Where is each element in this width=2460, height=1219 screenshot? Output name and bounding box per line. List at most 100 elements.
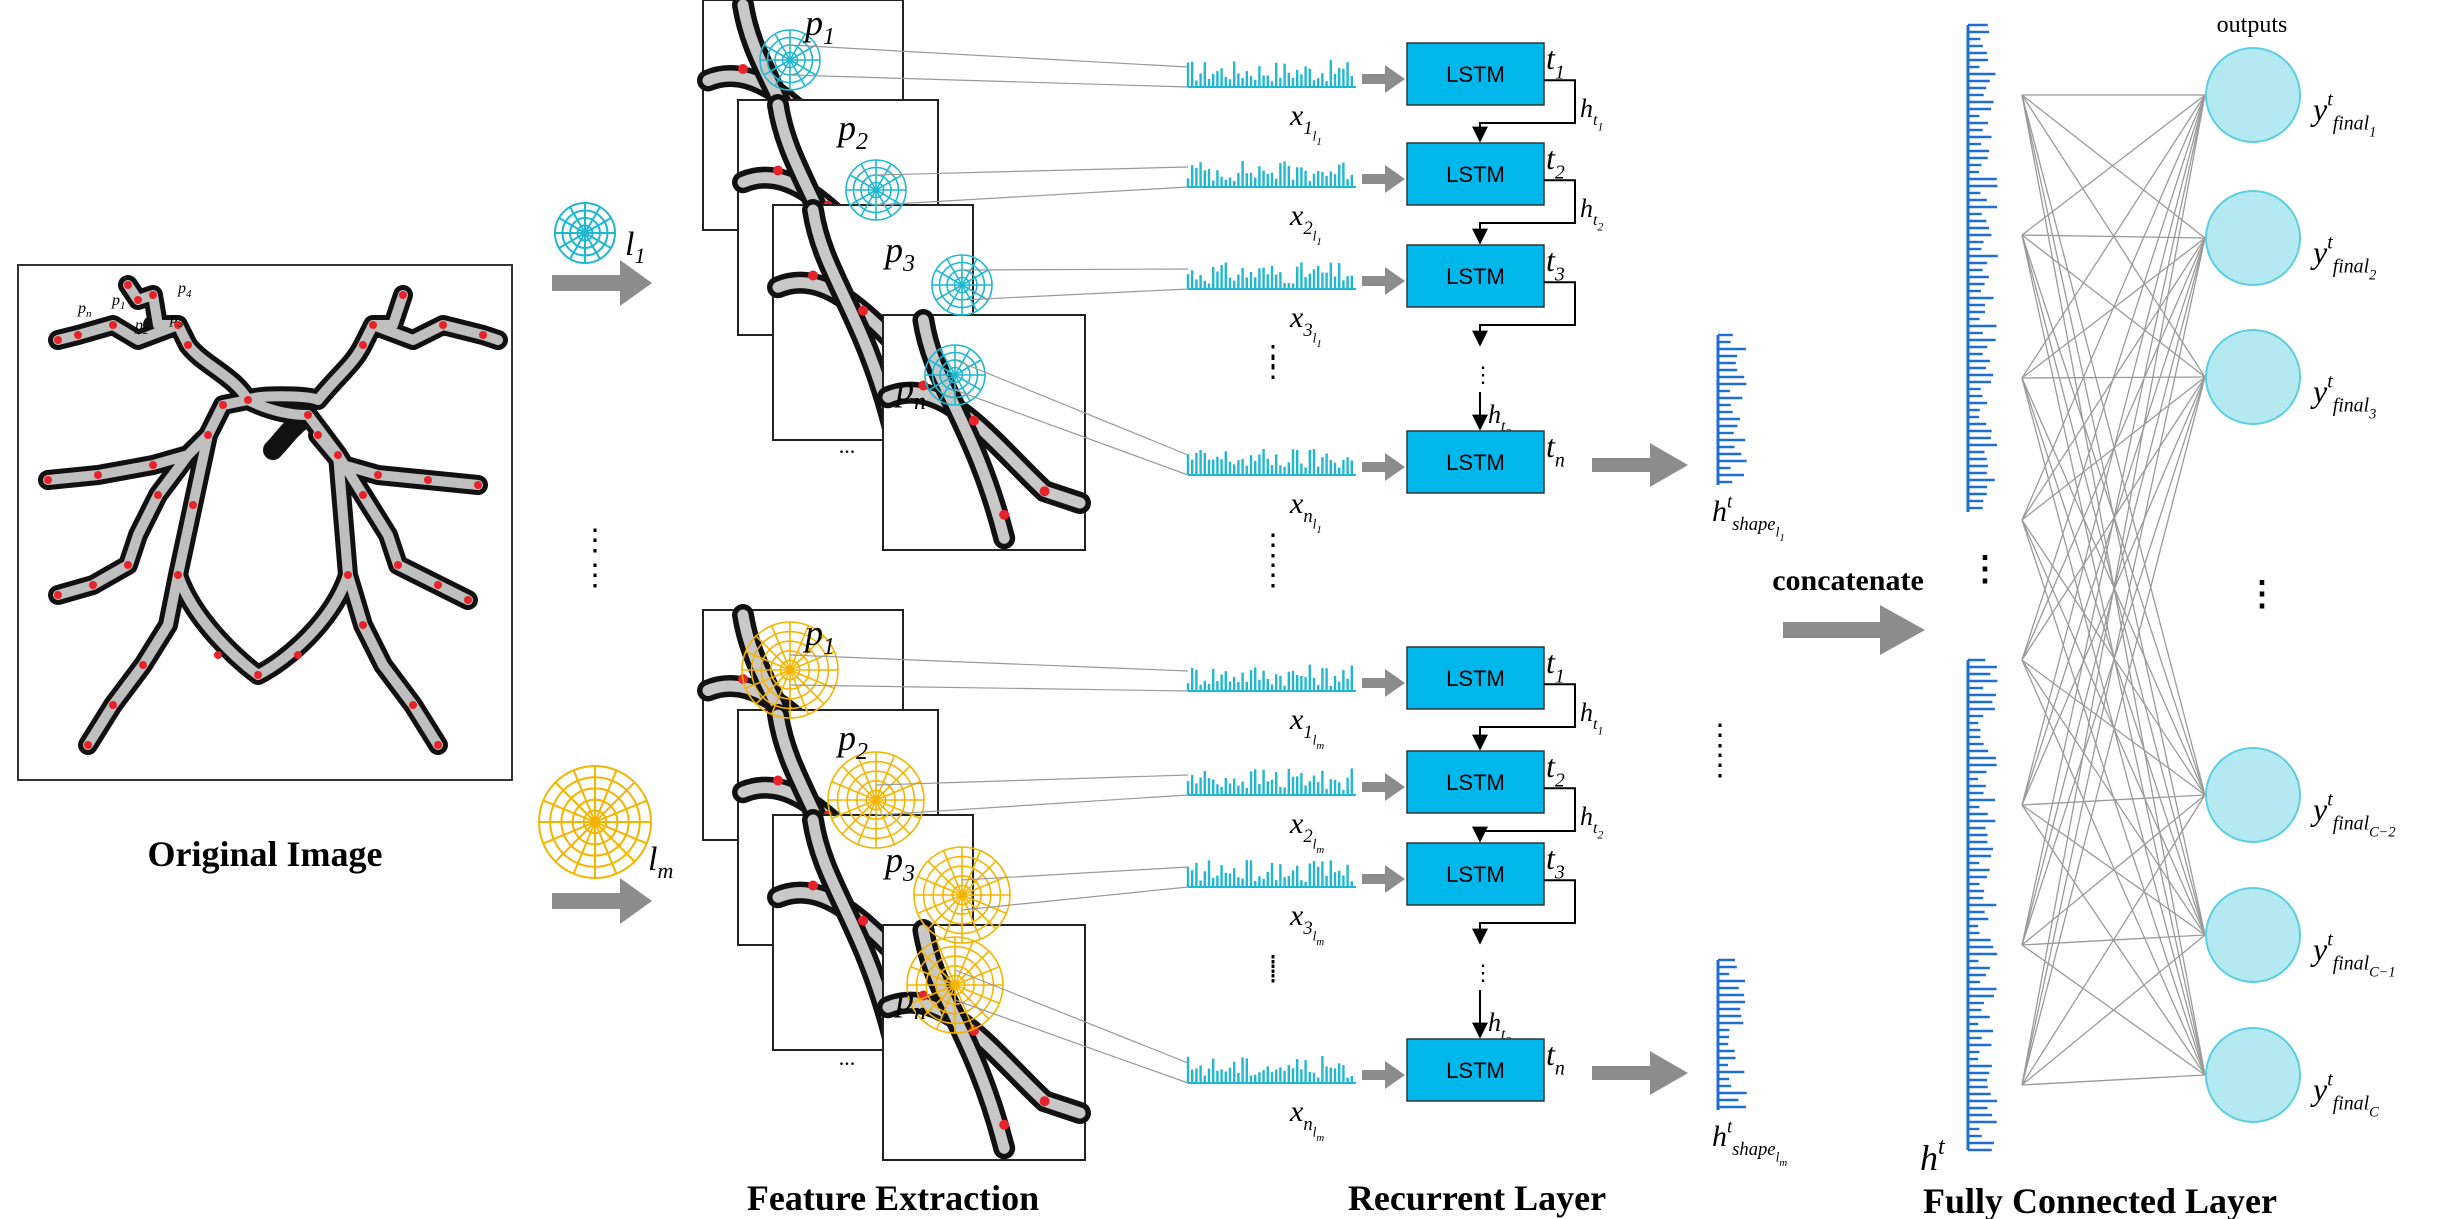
scale-lm-label: lm bbox=[648, 841, 673, 883]
fc-edge bbox=[2021, 234, 2206, 796]
sample-point bbox=[219, 401, 227, 409]
input-arrow bbox=[1362, 165, 1405, 193]
lstm-cell-label: LSTM bbox=[1446, 1058, 1505, 1083]
context-to-histogram-line bbox=[789, 44, 1189, 68]
shape-feature-label: htshapel1 bbox=[1712, 492, 1785, 545]
sample-point bbox=[54, 591, 62, 599]
sample-point bbox=[174, 571, 182, 579]
fc-edge bbox=[2021, 94, 2206, 521]
sample-point bbox=[254, 671, 262, 679]
context-to-histogram-line bbox=[789, 684, 1189, 692]
original-image-frame bbox=[17, 264, 513, 781]
sample-point bbox=[74, 331, 82, 339]
sample-point bbox=[244, 396, 252, 404]
shape-context-grid bbox=[906, 936, 1004, 1034]
output-label: ytfinal3 bbox=[2310, 371, 2376, 423]
lstm-cell bbox=[1406, 244, 1545, 308]
ht-vector-segment bbox=[1966, 658, 1998, 1152]
context-to-histogram-line bbox=[789, 74, 1189, 88]
concatenated-vector bbox=[1966, 23, 1998, 1152]
patch-point bbox=[999, 509, 1010, 520]
context-to-histogram-line bbox=[961, 288, 1189, 301]
vertical-ellipsis-scales: ⋮ bbox=[580, 524, 610, 557]
output-label: ytfinalC−1 bbox=[2310, 929, 2396, 981]
context-histogram bbox=[1186, 1056, 1356, 1084]
output-node-circle bbox=[2205, 47, 2301, 143]
vertical-ellipsis-scales-2: ⋮ bbox=[580, 559, 610, 592]
sample-point bbox=[394, 561, 402, 569]
shape-feature-vector bbox=[1716, 958, 1747, 1110]
fc-edge bbox=[2021, 94, 2206, 379]
recurrent-connection bbox=[1472, 787, 1576, 843]
caption-feature-extraction: Feature Extraction bbox=[747, 1178, 1039, 1218]
recurrent-group-lm: x1lmLSTMt1ht1x2lmLSTMt2ht2x3lmLSTMt3⋮ht3… bbox=[789, 644, 1787, 1169]
fc-edge bbox=[2021, 659, 2206, 936]
patch-point bbox=[1039, 1096, 1050, 1107]
shape-context-cyan-icon bbox=[554, 202, 616, 264]
fc-edge bbox=[2021, 94, 2206, 806]
patch-ellipsis: ... bbox=[839, 433, 856, 458]
input-vector-label: x1l1 bbox=[1289, 99, 1322, 148]
histogram-ellipsis: ⋮ bbox=[1259, 956, 1287, 987]
histogram-ellipsis: ⋮ bbox=[1259, 352, 1287, 383]
context-to-histogram-line bbox=[954, 999, 1189, 1084]
output-label: ytfinalC bbox=[2310, 1069, 2379, 1121]
scale-l1-label: l1 bbox=[625, 226, 645, 268]
fc-edge bbox=[2021, 94, 2206, 661]
context-to-histogram-line bbox=[954, 359, 1189, 456]
sample-point bbox=[214, 651, 222, 659]
sample-point bbox=[359, 341, 367, 349]
hidden-state-label: ht1 bbox=[1580, 94, 1603, 134]
sample-point bbox=[174, 321, 182, 329]
fc-edge bbox=[2021, 94, 2206, 1086]
output-node: ytfinal1 bbox=[2205, 47, 2376, 143]
patch-label: p1 bbox=[802, 613, 835, 660]
output-node: ytfinal2 bbox=[2205, 190, 2376, 286]
hidden-state-label: ht2 bbox=[1580, 194, 1603, 234]
patch-point bbox=[773, 775, 783, 786]
input-arrow bbox=[1362, 65, 1405, 93]
sample-point bbox=[149, 291, 157, 299]
input-vector-label: xnlm bbox=[1289, 1095, 1324, 1144]
sample-point bbox=[109, 701, 117, 709]
context-to-histogram-line bbox=[875, 166, 1189, 176]
outputs-label: outputs bbox=[2217, 12, 2288, 38]
context-histogram bbox=[1186, 60, 1356, 88]
concatenate-arrow bbox=[1783, 605, 1925, 655]
context-histogram bbox=[1186, 160, 1356, 188]
sample-point bbox=[189, 501, 197, 509]
sample-point bbox=[139, 661, 147, 669]
fc-edge bbox=[2021, 94, 2206, 946]
ellipsis-shape-vectors-2: ⋮ bbox=[1705, 749, 1735, 782]
sample-point bbox=[109, 321, 117, 329]
arrow-l1 bbox=[552, 260, 652, 306]
input-vector-label: x2lm bbox=[1289, 807, 1324, 856]
patch-point bbox=[918, 990, 929, 1001]
recurrent-ellipsis: ⋮ bbox=[1472, 362, 1494, 387]
sample-point bbox=[344, 571, 352, 579]
output-node-circle bbox=[2205, 1027, 2301, 1123]
patch-point bbox=[858, 305, 868, 316]
shape-context-grid bbox=[827, 751, 925, 849]
context-to-histogram-line bbox=[875, 774, 1189, 786]
scale-lm: lm bbox=[538, 765, 673, 924]
sample-point bbox=[409, 701, 417, 709]
input-vector-label: x3l1 bbox=[1289, 301, 1322, 350]
hidden-state-label: ht1 bbox=[1580, 698, 1603, 738]
context-histogram bbox=[1186, 262, 1356, 290]
lstm-cell bbox=[1406, 1038, 1545, 1102]
output-node-circle bbox=[2205, 190, 2301, 286]
patch-point bbox=[968, 415, 979, 426]
patch-point bbox=[999, 1119, 1010, 1130]
beetle-label-p3: p3 bbox=[169, 310, 184, 330]
patch-label: pn bbox=[893, 368, 926, 415]
output-node: ytfinalC−2 bbox=[2205, 747, 2396, 843]
fc-edge bbox=[2021, 1074, 2206, 1086]
patch-label: p2 bbox=[835, 108, 868, 155]
patch-label: p3 bbox=[882, 840, 915, 887]
ellipsis-shape-vectors: ⋮ bbox=[1705, 719, 1735, 752]
shape-context-grid bbox=[554, 202, 616, 264]
sample-point bbox=[204, 431, 212, 439]
recurrent-connection bbox=[1472, 281, 1576, 347]
